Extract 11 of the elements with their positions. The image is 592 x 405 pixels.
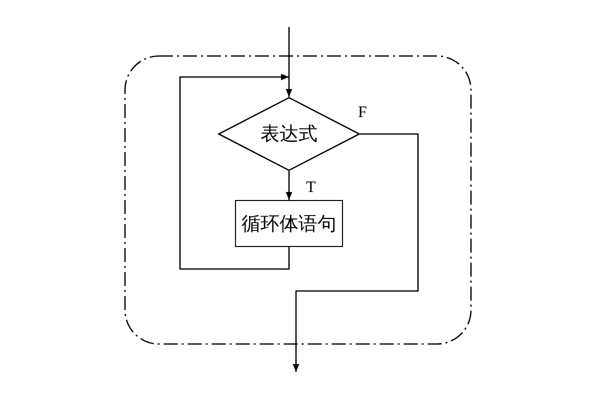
arrow <box>292 133 419 372</box>
edge-label: T <box>306 180 316 196</box>
node-label: 表达式 <box>260 123 318 147</box>
node-label: 循环体语句 <box>240 212 338 236</box>
loop-boundary <box>124 55 472 345</box>
process-box <box>235 200 343 247</box>
decision-diamond <box>218 97 360 171</box>
edge-label: F <box>358 105 367 121</box>
arrow <box>286 27 292 97</box>
arrow <box>286 171 292 200</box>
arrow <box>179 74 290 270</box>
